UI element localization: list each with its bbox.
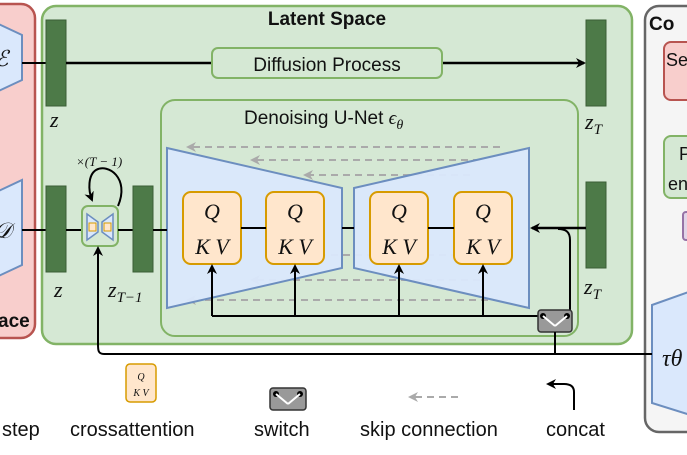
tau-conditioning-line (93, 246, 652, 355)
diffusion-process-label: Diffusion Process (253, 55, 401, 76)
latent-bar-zT-top (585, 19, 607, 107)
svg-text:K V: K V (132, 388, 150, 399)
latent-bar-z-bottom (45, 185, 67, 273)
legend-crossattention-icon: Q K V (125, 363, 157, 403)
unet-title: Denoising U-Net ϵθ (244, 108, 403, 133)
conditioning-label: Co (649, 14, 674, 35)
semantic-map-label: Se (666, 50, 687, 70)
z-bottom-label: z (53, 277, 63, 302)
svg-text:Q: Q (287, 199, 303, 224)
decoder-shape (0, 178, 23, 277)
svg-text:Q: Q (204, 199, 220, 224)
svg-text:Q: Q (137, 372, 145, 383)
tau-label: τθ (662, 346, 683, 372)
text-box-label-2: en (668, 174, 687, 194)
pixel-space-label: ace (0, 311, 30, 332)
repeat-label: ×(T − 1) (76, 154, 122, 169)
purple-element (682, 211, 687, 241)
latent-space-title: Latent Space (268, 9, 386, 30)
legend-step-label: step (2, 419, 40, 441)
repeat-loop-arrow (84, 167, 123, 207)
text-box (663, 135, 687, 199)
svg-text:K V: K V (381, 234, 418, 259)
encoder-shape (0, 23, 23, 92)
svg-text:K V: K V (194, 234, 231, 259)
step-mini-attn-right (103, 222, 112, 232)
legend-crossattention-label: crossattention (70, 419, 195, 441)
step-mini-attn-left (88, 222, 97, 232)
z-top-label: z (49, 107, 59, 132)
svg-text:K V: K V (277, 234, 314, 259)
attention-block-4: Q K V (453, 191, 513, 265)
tau-encoder-shape (651, 291, 687, 415)
legend-concat-label: concat (546, 419, 605, 441)
concat-arrow (557, 228, 571, 318)
switch-element (537, 309, 573, 333)
text-box-label-1: P (679, 144, 687, 164)
svg-text:Q: Q (391, 199, 407, 224)
legend-switch-icon (269, 387, 307, 411)
latent-bar-zT-bottom (585, 181, 607, 269)
latent-bar-z-top (45, 19, 67, 107)
legend-switch-label: switch (254, 419, 310, 441)
latent-bar-ztminus1 (132, 185, 154, 273)
encoder-symbol: ℰ (0, 46, 11, 71)
legend-skip-label: skip connection (360, 419, 498, 441)
svg-text:K V: K V (465, 234, 502, 259)
attention-block-3: Q K V (369, 191, 429, 265)
diffusion-process-box (211, 47, 443, 79)
svg-text:Q: Q (475, 199, 491, 224)
attention-block-2: Q K V (265, 191, 325, 265)
attention-block-1: Q K V (182, 191, 242, 265)
legend-concat-icon (546, 379, 575, 410)
semantic-map-box (663, 41, 687, 101)
